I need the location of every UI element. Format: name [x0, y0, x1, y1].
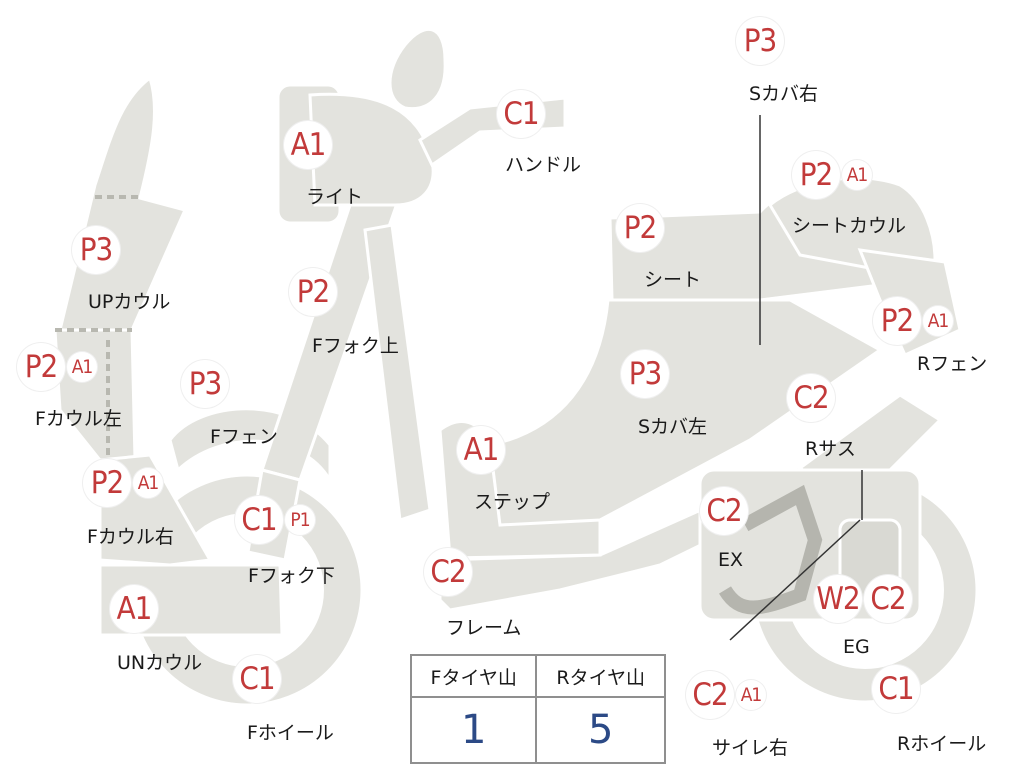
fcowl-right-badge-1: P2 [83, 459, 131, 507]
fwheel-badge-1: C1 [233, 655, 281, 703]
step-badge-1: A1 [457, 426, 505, 474]
ffender-label: Fフェン [210, 426, 278, 448]
step-label: ステップ [474, 491, 551, 513]
light-badge-1: A1 [284, 121, 332, 169]
fcowl-right-label: Fカウル右 [87, 526, 174, 548]
frame-badge-1: C2 [424, 548, 472, 596]
upcowl-badge-1: P3 [72, 226, 120, 274]
eg-badge-2: C2 [864, 575, 912, 623]
light-label: ライト [306, 186, 364, 208]
fcowl-right-badge-2: A1 [133, 468, 163, 498]
s-cover-left-shape [488, 298, 883, 527]
silencer-right-badge-2: A1 [736, 680, 766, 710]
ffork-low-label: Fフォク下 [248, 565, 335, 587]
tire-tread-table: Fタイヤ山 Rタイヤ山 1 5 [409, 654, 666, 764]
scover-right-label: Sカバ右 [749, 83, 819, 105]
fcowl-left-badge-2: A1 [67, 352, 97, 382]
handle-label: ハンドル [505, 154, 582, 176]
scover-left-label: Sカバ左 [638, 416, 708, 438]
fcowl-left-label: Fカウル左 [35, 408, 122, 430]
ffork-up-label: Fフォク上 [312, 335, 399, 357]
seat-cowl-badge-2: A1 [842, 160, 872, 190]
rfender-badge-2: A1 [923, 306, 953, 336]
steering-stem-shape [363, 223, 432, 523]
upcowl-label: UPカウル [88, 291, 171, 313]
silencer-right-badge-1: C2 [686, 671, 734, 719]
front-tire-header: Fタイヤ山 [409, 654, 538, 698]
rear-tire-value: 5 [535, 696, 666, 764]
frame-label: フレーム [446, 617, 522, 639]
ffork-up-badge-1: P2 [289, 268, 337, 316]
ffork-low-badge-2: P1 [285, 505, 315, 535]
ex-badge-1: C2 [700, 487, 748, 535]
seat-cowl-label: シートカウル [792, 215, 907, 237]
eg-label: EG [843, 636, 870, 658]
silencer-right-label: サイレ右 [712, 737, 789, 759]
ffork-low-badge-1: C1 [235, 496, 283, 544]
ex-label: EX [718, 549, 744, 571]
rwheel-badge-1: C1 [872, 665, 920, 713]
rear-tire-header: Rタイヤ山 [535, 654, 666, 698]
rfender-label: Rフェン [917, 353, 988, 375]
rwheel-label: Rホイール [897, 733, 987, 755]
rsus-badge-1: C2 [787, 374, 835, 422]
seat-label: シート [644, 269, 702, 291]
uncowl-badge-1: A1 [110, 585, 158, 633]
rsus-label: Rサス [805, 438, 856, 460]
scover-left-badge-1: P3 [621, 350, 669, 398]
rfender-badge-1: P2 [873, 297, 921, 345]
handle-badge-1: C1 [497, 90, 545, 138]
leader-line-silencer [729, 519, 861, 641]
front-tire-value: 1 [409, 696, 538, 764]
seat-badge-1: P2 [616, 204, 664, 252]
seat-cowl-badge-1: P2 [792, 151, 840, 199]
scover-right-badge-1: P3 [736, 17, 784, 65]
ffender-badge-1: P3 [181, 360, 229, 408]
windscreen-shape [388, 27, 447, 111]
eg-badge-1: W2 [814, 575, 862, 623]
uncowl-label: UNカウル [117, 652, 203, 674]
fwheel-label: Fホイール [247, 722, 334, 744]
fcowl-left-badge-1: P2 [17, 343, 65, 391]
